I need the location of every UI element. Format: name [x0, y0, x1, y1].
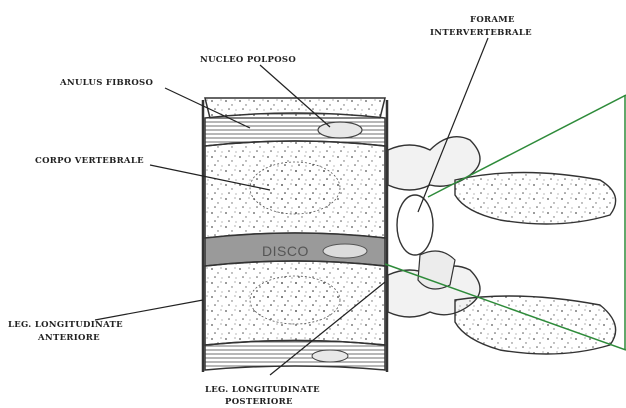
label-leg-post-1: LEG. LONGITUDINATE: [205, 385, 320, 395]
upper-spinous-process: [455, 173, 616, 225]
lower-spinous-process: [455, 296, 616, 354]
trabecular-core-lower: [250, 276, 340, 324]
label-forame-1: FORAME: [470, 15, 515, 25]
label-nucleo: NUCLEO POLPOSO: [200, 55, 296, 65]
label-leg-post-2: POSTERIORE: [225, 397, 293, 407]
trabecular-core-upper: [250, 162, 340, 214]
middle-nucleus: [323, 244, 367, 258]
upper-nucleus: [318, 122, 362, 138]
label-forame-2: INTERVERTEBRALE: [430, 28, 532, 38]
facet-joint: [418, 251, 455, 289]
label-anulus: ANULUS FIBROSO: [59, 78, 154, 88]
label-leg-ant-1: LEG. LONGITUDINATE: [8, 320, 123, 330]
label-leg-ant-2: ANTERIORE: [37, 333, 100, 343]
intervertebral-foramen: [397, 195, 433, 255]
label-corpo: CORPO VERTEBRALE: [35, 156, 144, 166]
label-disco: DISCO: [262, 243, 309, 259]
lower-nucleus: [312, 350, 348, 362]
leader-leg-ant: [95, 300, 203, 320]
